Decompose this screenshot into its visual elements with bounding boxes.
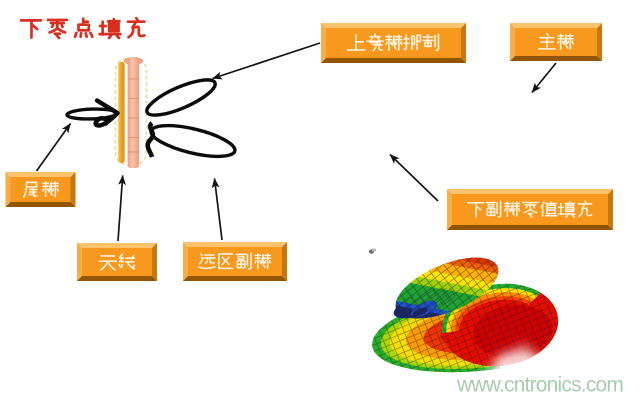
svg-text:www.cntronics.com: www.cntronics.com: [456, 374, 623, 397]
